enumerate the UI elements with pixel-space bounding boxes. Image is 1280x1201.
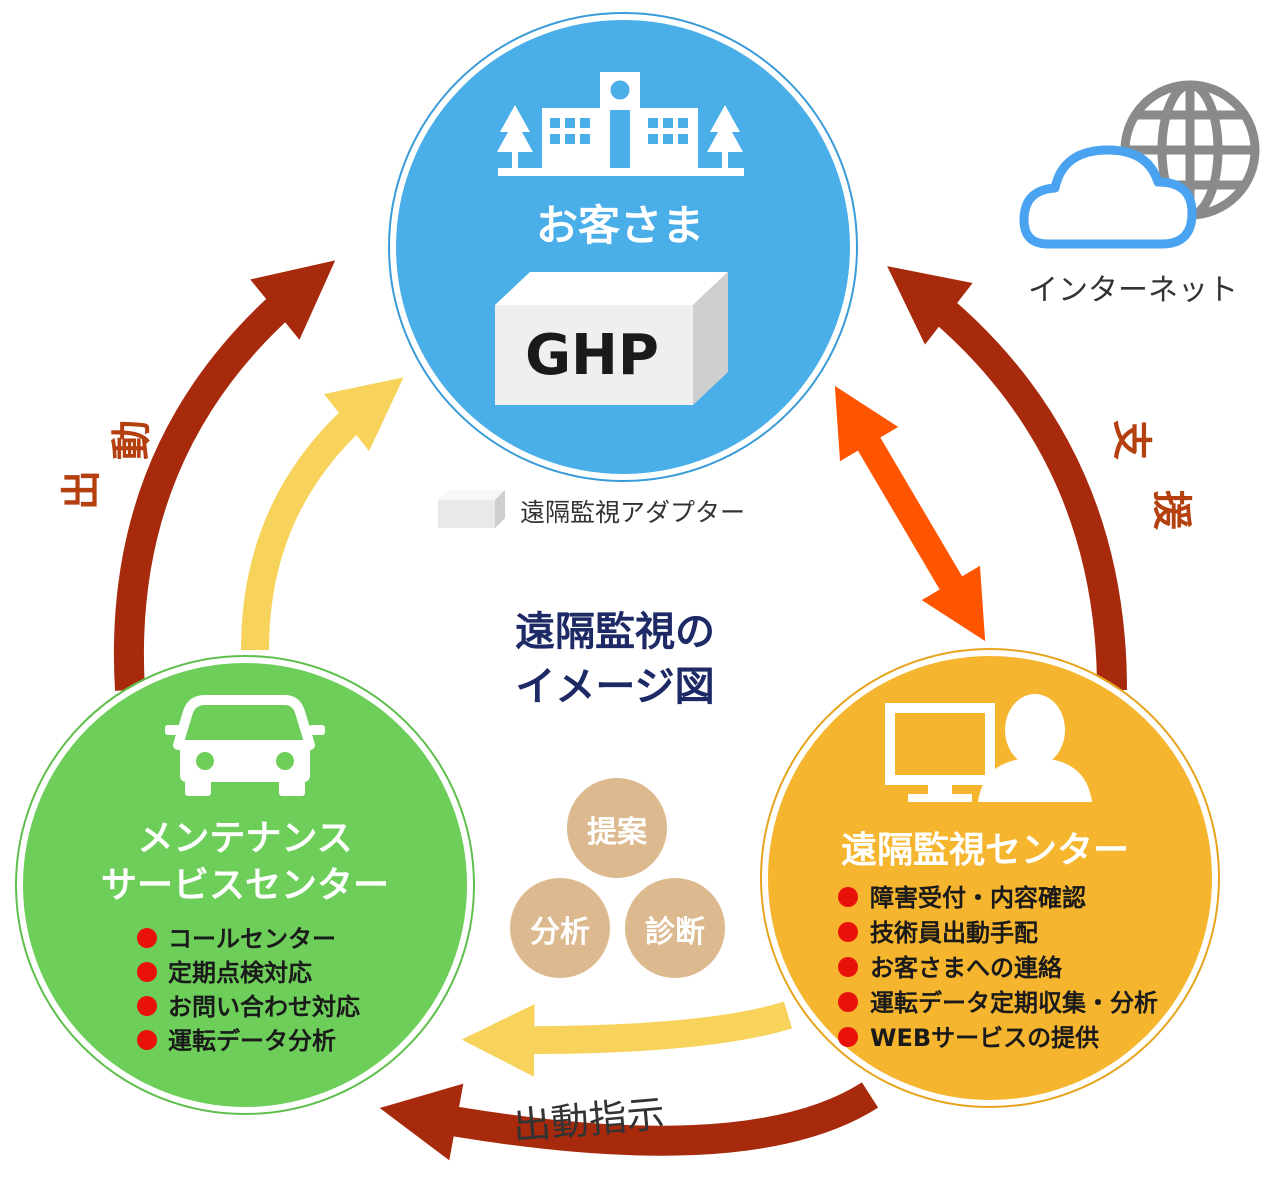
maintenance-title-line2: サービスセンター <box>101 865 389 906</box>
operator-at-monitor-icon <box>885 694 1092 802</box>
list-item: コールセンター <box>168 925 336 953</box>
service-circles: 提案 分析 診断 <box>510 778 725 978</box>
list-item: お客さまへの連絡 <box>870 954 1063 982</box>
maintenance-node: メンテナンス サービスセンター コールセンター 定期点検対応 お問い合わせ対応 … <box>15 655 475 1115</box>
adapter-legend: 遠隔監視アダプター <box>438 490 745 528</box>
bullet-icon <box>838 887 858 907</box>
maintenance-title-line1: メンテナンス <box>137 818 352 859</box>
dispatch-char-2: 動 <box>109 420 155 460</box>
list-item: 運転データ分析 <box>168 1027 336 1055</box>
support-char-1: 支 <box>1108 420 1154 460</box>
support-char-2: 援 <box>1148 490 1194 531</box>
customer-node: お客さま GHP <box>388 12 858 482</box>
bullet-icon <box>838 992 858 1012</box>
bullet-icon <box>137 928 157 948</box>
ghp-unit-box: GHP <box>495 272 728 405</box>
list-item: 運転データ定期収集・分析 <box>870 989 1158 1017</box>
bidirectional-arrow <box>834 385 986 642</box>
bullet-icon <box>838 922 858 942</box>
bullet-icon <box>137 996 157 1016</box>
bullet-icon <box>838 957 858 977</box>
service-proposal: 提案 <box>587 815 648 850</box>
list-item: お問い合わせ対応 <box>168 993 360 1021</box>
report-arrow-yellow-up <box>241 377 404 651</box>
dispatch-instruction-arrow <box>379 1082 879 1161</box>
support-arrow-right <box>887 266 1127 691</box>
list-item: 技術員出動手配 <box>870 919 1038 947</box>
ghp-label: GHP <box>525 323 659 388</box>
diagram-title-line1: 遠隔監視の <box>515 609 715 655</box>
adapter-legend-label: 遠隔監視アダプター <box>520 498 745 527</box>
service-analysis: 分析 <box>530 915 590 950</box>
info-arrow-yellow-left <box>461 1001 793 1077</box>
list-item: WEBサービスの提供 <box>870 1024 1099 1052</box>
list-item: 定期点検対応 <box>168 959 312 987</box>
internet-label: インターネット <box>1028 273 1238 308</box>
bullet-icon <box>137 962 157 982</box>
monitoring-list: 障害受付・内容確認 技術員出動手配 お客さまへの連絡 運転データ定期収集・分析 … <box>838 884 1158 1052</box>
monitoring-center-title: 遠隔監視センター <box>841 830 1129 871</box>
maintenance-list: コールセンター 定期点検対応 お問い合わせ対応 運転データ分析 <box>137 925 360 1055</box>
monitoring-center-node: 遠隔監視センター 障害受付・内容確認 技術員出動手配 お客さまへの連絡 運転デー… <box>760 648 1220 1108</box>
building-icon <box>497 72 744 176</box>
cloud-icon <box>1019 145 1197 249</box>
diagram-title-line2: イメージ図 <box>515 664 714 710</box>
dispatch-arrow-left <box>113 260 336 691</box>
service-diagnosis: 診断 <box>645 915 705 950</box>
customer-label: お客さま <box>536 201 704 250</box>
bullet-icon <box>137 1030 157 1050</box>
list-item: 障害受付・内容確認 <box>870 884 1086 912</box>
car-icon <box>165 695 325 796</box>
dispatch-char-1: 出 <box>59 470 105 510</box>
bullet-icon <box>838 1027 858 1047</box>
